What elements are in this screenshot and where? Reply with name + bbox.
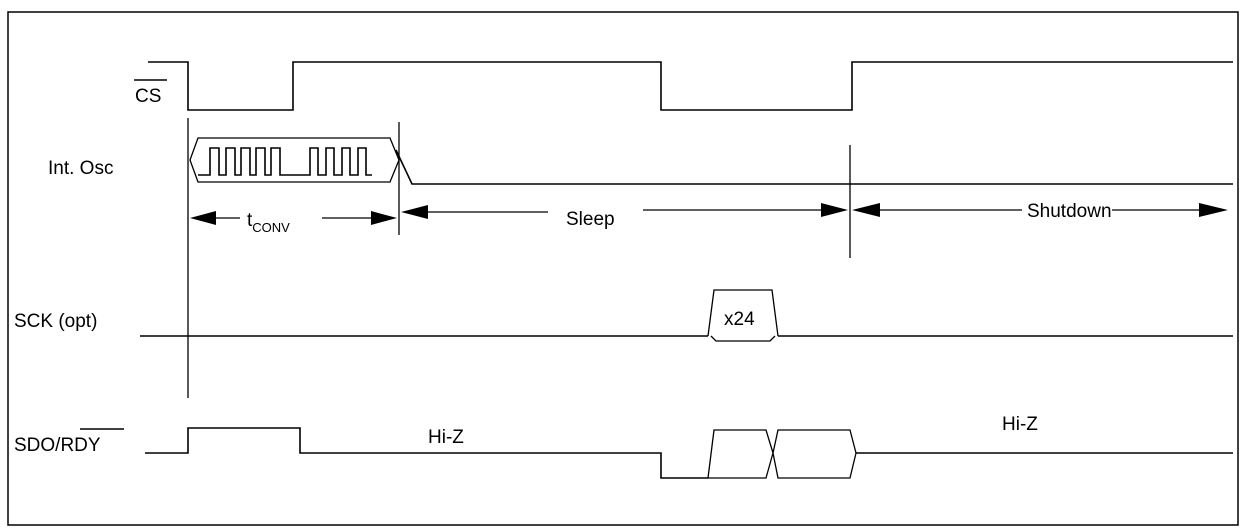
sleep-arrow-right-head [821,203,848,217]
shutdown-arrow-left-head [852,203,880,217]
tconv-arrow-right-head [371,211,397,225]
sck-label: SCK (opt) [14,311,97,332]
sdo-rdy-label: SDO/RDY [14,435,101,456]
shutdown-label: Shutdown [1027,201,1112,222]
sdo-rdy-waveform-left [145,427,708,479]
sck-burst-box-lower [710,335,776,342]
diagram-border [7,11,1239,526]
hiz-label-1: Hi-Z [428,427,464,448]
int-osc-label: Int. Osc [48,158,113,179]
sdo-data-cells [707,429,857,479]
int-osc-clock-pulses [198,147,372,176]
tconv-arrow-left-head [190,211,216,225]
sleep-arrow-left-head [401,205,428,219]
cs-label: CS [135,86,161,107]
tconv-label: tCONV [247,210,290,235]
int-osc-burst-envelope [189,137,400,183]
sleep-label: Sleep [566,209,615,230]
shutdown-arrow-right-head [1199,203,1228,217]
hiz-label-2: Hi-Z [1002,414,1038,435]
sck-burst-box [707,289,779,337]
int-osc-idle-line [395,149,1233,185]
cs-waveform [148,61,1233,111]
sck-clock-count: x24 [724,309,755,330]
